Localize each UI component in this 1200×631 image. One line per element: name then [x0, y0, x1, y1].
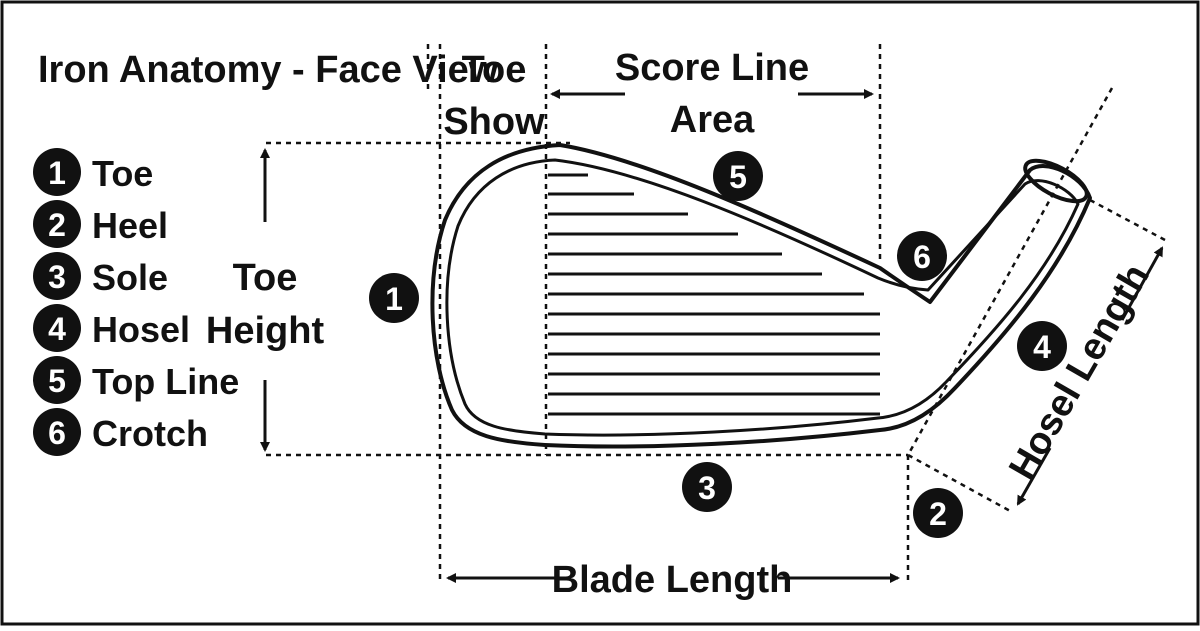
legend-label: Hosel	[92, 309, 190, 350]
guide-lines	[266, 44, 1166, 580]
legend-label: Top Line	[92, 361, 239, 402]
legend-number-badge	[33, 200, 81, 248]
callout-top-line: 5	[713, 151, 763, 201]
legend-number-badge	[33, 252, 81, 300]
legend-item-top-line: 5 Top Line	[33, 356, 239, 404]
callout-badge	[682, 462, 732, 512]
legend-number-badge	[33, 148, 81, 196]
club-head-outer-outline	[430, 143, 1092, 449]
legend: 1 Toe 2 Heel 3 Sole 4 Hosel 5 Top Line 6…	[33, 148, 239, 456]
score-line-area-label-line2: Area	[670, 99, 755, 141]
callout-heel: 2	[913, 488, 963, 538]
blade-length-label: Blade Length	[552, 559, 793, 601]
legend-item-heel: 2 Heel	[33, 200, 168, 248]
legend-item-crotch: 6 Crotch	[33, 408, 208, 456]
legend-label: Sole	[92, 257, 168, 298]
callout-number: 1	[385, 281, 403, 317]
hosel-length-top-guide	[1089, 198, 1166, 242]
legend-number: 6	[48, 415, 66, 451]
legend-label: Toe	[92, 153, 153, 194]
toe-height-label-line1: Toe	[233, 257, 298, 299]
legend-label: Crotch	[92, 413, 208, 454]
callout-badge	[913, 488, 963, 538]
legend-number: 5	[48, 363, 66, 399]
callout-badge	[1017, 321, 1067, 371]
diagram-title: Iron Anatomy - Face View	[38, 49, 499, 91]
callout-toe: 1	[369, 273, 419, 323]
legend-item-toe: 1 Toe	[33, 148, 153, 196]
callout-number: 5	[729, 159, 747, 195]
legend-number-badge	[33, 408, 81, 456]
callout-number: 2	[929, 496, 947, 532]
hosel-length-arrow-up	[1120, 246, 1164, 321]
callout-sole: 3	[682, 462, 732, 512]
toe-height-label-line2: Height	[206, 310, 325, 352]
legend-label: Heel	[92, 205, 168, 246]
callout-crotch: 6	[897, 231, 947, 281]
callout-hosel: 4	[1017, 321, 1067, 371]
legend-item-hosel: 4 Hosel	[33, 304, 190, 352]
toe-show-label-line2: Show	[443, 101, 545, 143]
legend-number-badge	[33, 356, 81, 404]
club-head-inner-outline	[445, 158, 1080, 437]
legend-number: 4	[48, 311, 66, 347]
legend-number: 1	[48, 155, 66, 191]
dimension-arrows	[260, 89, 1164, 583]
callout-badge	[713, 151, 763, 201]
score-line-area-label-line1: Score Line	[615, 47, 809, 89]
legend-item-sole: 3 Sole	[33, 252, 168, 300]
legend-number-badge	[33, 304, 81, 352]
hosel-length-arrow-down	[1016, 447, 1052, 506]
hosel-opening	[1023, 158, 1089, 204]
toe-show-label-line1: Toe	[462, 49, 527, 91]
callout-number: 6	[913, 239, 931, 275]
callout-badge	[897, 231, 947, 281]
legend-number: 3	[48, 259, 66, 295]
callout-badge	[369, 273, 419, 323]
legend-number: 2	[48, 207, 66, 243]
iron-club-head	[430, 143, 1092, 449]
score-lines	[548, 173, 880, 416]
callout-number: 3	[698, 470, 716, 506]
callout-number: 4	[1033, 329, 1051, 365]
